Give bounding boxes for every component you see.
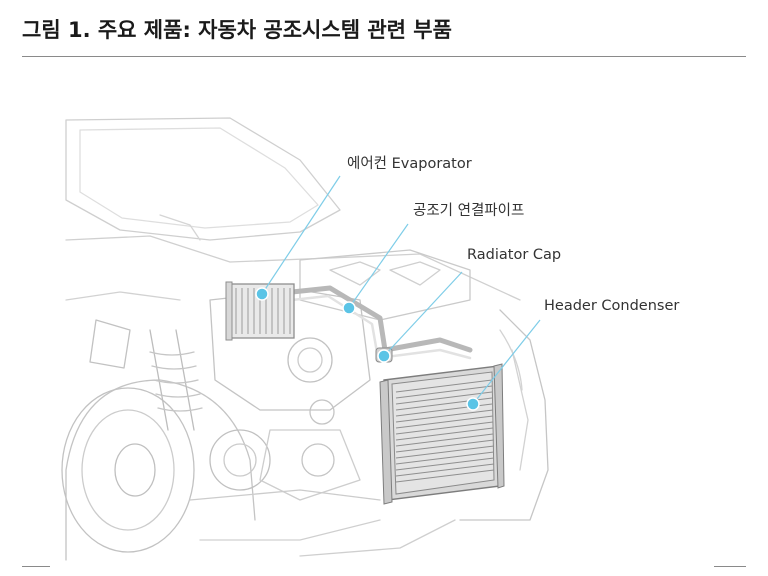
condenser-dot (466, 397, 480, 411)
figure-title: 그림 1. 주요 제품: 자동차 공조시스템 관련 부품 (22, 18, 452, 42)
bottom-divider-right (714, 566, 746, 567)
radiator-cap-dot (377, 349, 391, 363)
evaporator-dot (255, 287, 269, 301)
condenser-drawing (379, 363, 505, 505)
bottom-divider-left (22, 566, 50, 567)
condenser-leader (472, 319, 541, 405)
title-divider (22, 56, 746, 57)
evaporator-leader (261, 175, 341, 295)
evaporator-label: 에어컨 Evaporator (347, 156, 472, 172)
pipe-dot (342, 301, 356, 315)
pipe-leader (348, 223, 409, 309)
condenser-label: Header Condenser (544, 298, 680, 314)
radiator-cap-label: Radiator Cap (467, 247, 562, 263)
evaporator-drawing (225, 281, 295, 341)
pipe-label: 공조기 연결파이프 (413, 203, 525, 219)
radiator-cap-leader (383, 271, 463, 357)
